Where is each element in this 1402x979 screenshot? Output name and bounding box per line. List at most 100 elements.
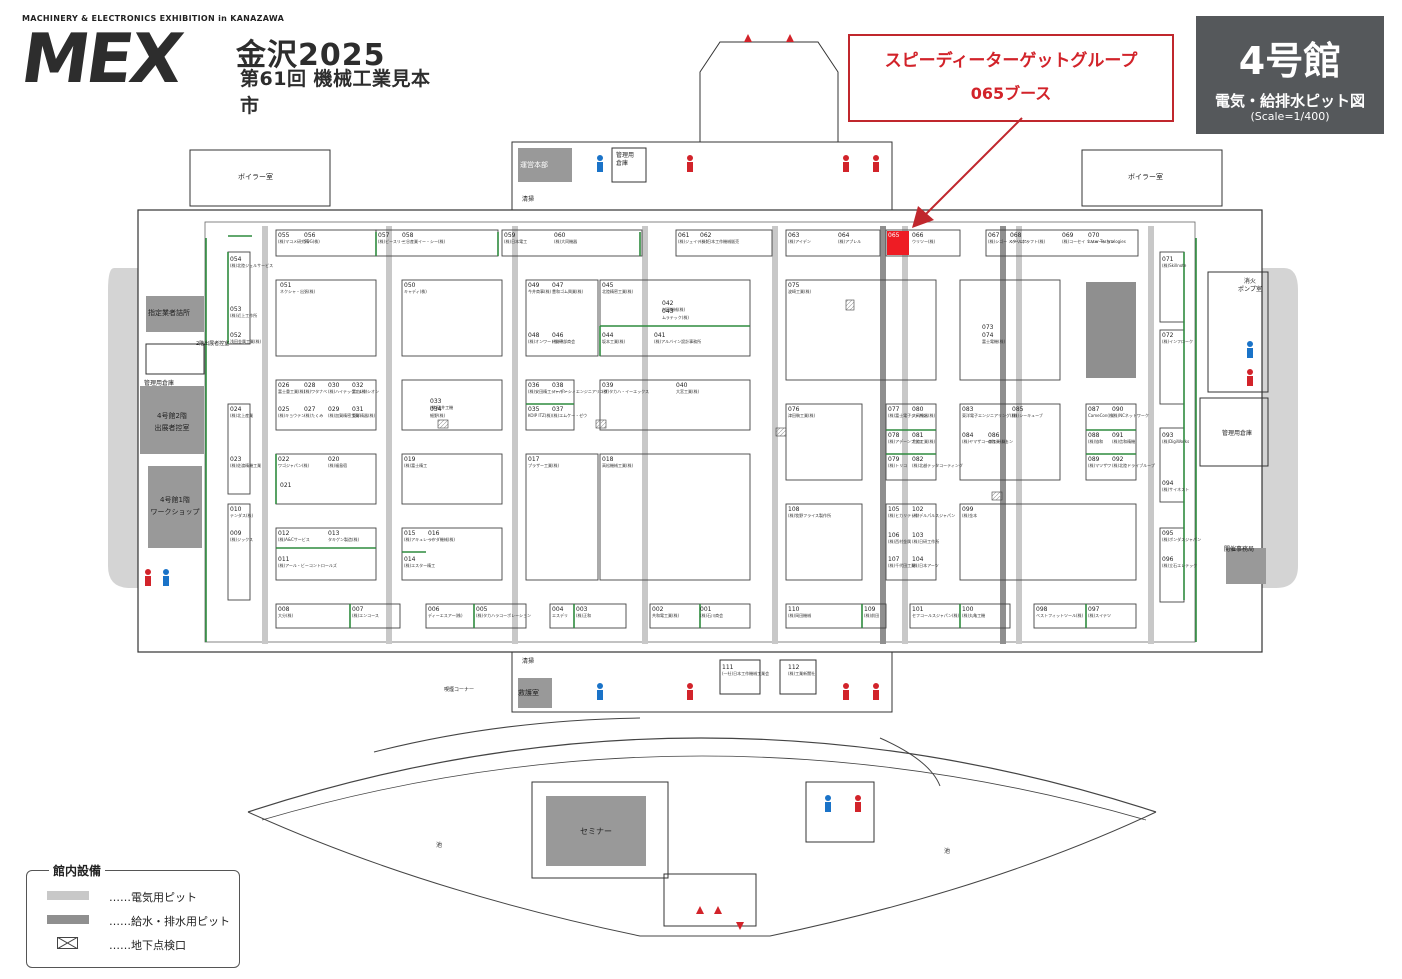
booth-exhibitor-name: 北陸精密工業(株) (602, 289, 634, 294)
booth-exhibitor-name: (株)協和 (1088, 439, 1104, 444)
booth-exhibitor-name: (株)ジェイテック (678, 239, 710, 244)
booth-109: 109(株)前田 (864, 606, 879, 618)
booth-084: 084(株)ヤマザコーポレーション (962, 432, 1013, 444)
booth-number: 090 (1112, 406, 1124, 413)
booth-054: 054(株)北陸ジェルサービス (230, 256, 273, 268)
legend-hatch-label: ……地下点検口 (109, 939, 186, 952)
booth-exhibitor-name: (株)スイテツ (1088, 613, 1112, 618)
first-aid-room (518, 678, 552, 708)
booth-number: 028 (304, 382, 316, 389)
booth-exhibitor-name: (株)北越テッタコーティング (912, 463, 963, 468)
booth-exhibitor-name: (株)コーセイ ソリューション (1062, 239, 1115, 244)
boiler-room-left (189, 149, 331, 207)
booth-059: 059(株)日本電工 (504, 232, 527, 244)
booth-029: 029(株)加賀精密工業 (328, 406, 359, 418)
booth-number: 063 (788, 232, 800, 239)
booth-number: 001 (700, 606, 712, 613)
seminar-lobby-arc (247, 737, 1157, 813)
booth-number: 018 (602, 456, 614, 463)
booth-number: 076 (788, 406, 800, 413)
booth-number: 033 (430, 398, 442, 405)
booth-number: 045 (602, 282, 614, 289)
booth-107: 107(株)千代田工業 (888, 556, 915, 568)
booth-exhibitor-name: (株)キョウテン (278, 413, 306, 418)
booth-060: 060(株)大同機器 (554, 232, 577, 244)
booth-019: 019(株)富士精工 (404, 456, 427, 468)
booth-number: 088 (1088, 432, 1100, 439)
booth-exhibitor-name: タキゲン製造(株) (328, 537, 360, 542)
left-end-cap (108, 268, 138, 588)
booth-exhibitor-name: (株)北陸ジェルサービス (230, 263, 274, 268)
booth-number: 111 (722, 664, 734, 671)
booth-number: 010 (230, 506, 242, 513)
booth-exhibitor-name: (株)ヒカリテック (888, 513, 920, 518)
booth-number: 025 (278, 406, 290, 413)
booth-exhibitor-name: (株)正和 (576, 613, 592, 618)
hall-subtitle: 電気・給排水ピット図 (1214, 92, 1365, 110)
booth-number: 077 (888, 406, 900, 413)
booth-007: 007(株)エンコース (352, 606, 379, 618)
booth-number: 109 (864, 606, 876, 613)
booth-number: 007 (352, 606, 364, 613)
booth-number: 064 (838, 232, 850, 239)
booth-009: 009(株)ジックス (230, 530, 253, 542)
room-seminar: セミナー (580, 827, 612, 836)
booth-number: 072 (1162, 332, 1174, 339)
booth-064: 064(株)アプレル (838, 232, 861, 244)
booth-exhibitor-name: (株)北陸ドライブループ (1112, 463, 1155, 468)
booth-exhibitor-name: (株)マツザワ (1088, 463, 1112, 468)
booth-exhibitor-name: (株)オンワード技研 (528, 339, 564, 344)
booth-number: 079 (888, 456, 900, 463)
booth-exhibitor-name: (株)富士精工 (404, 463, 428, 468)
booth-exhibitor-name: (株)福島宿 (328, 463, 348, 468)
booth-exhibitor-name: (株)ワタナベ (304, 389, 328, 394)
booth-number: 053 (230, 306, 242, 313)
booth-024: 024(株)北上産業 (230, 406, 253, 418)
booth-number: 078 (888, 432, 900, 439)
booth-025: 025(株)キョウテン (278, 406, 305, 418)
booth-exhibitor-name: SDG(株) (304, 239, 320, 244)
booth-exhibitor-name: (株)日本工作機械販売 (700, 239, 740, 244)
booth-number: 075 (788, 282, 800, 289)
booth-exhibitor-name: (株)エンコース (352, 613, 379, 618)
electric-pit-swatch (47, 891, 89, 900)
booth-072: 072(株)インフローク (1162, 332, 1193, 344)
booth-exhibitor-name: (株)金本 (962, 513, 978, 518)
booth-number: 049 (528, 282, 540, 289)
booth-100: 100(株)丸亀工機 (962, 606, 985, 618)
target-booth-callout: スピーディーターゲットグループ 065ブース (848, 34, 1174, 122)
logo-subtitle: MACHINERY & ELECTRONICS EXHIBITION in KA… (22, 14, 285, 23)
booth-number: 041 (654, 332, 666, 339)
seminar-room (546, 796, 646, 866)
booth-089: 089(株)マツザワ (1088, 456, 1111, 468)
seminar-room-box (531, 781, 669, 879)
room-designated-office: 指定業者詰所 (148, 309, 190, 317)
booth-number: 031 (352, 406, 364, 413)
booth-111: 111(一社)日本工作機械工業会 (722, 664, 769, 676)
booth-number: 004 (552, 606, 564, 613)
booth-number: 022 (278, 456, 290, 463)
booth-number: 058 (402, 232, 414, 239)
booth-091: 091(株)信和精機 (1112, 432, 1135, 444)
booth-exhibitor-name: (株)北上産業 (230, 413, 254, 418)
inspection-hatches (437, 299, 1003, 501)
booth-exhibitor-name: ツールクラフト(株) (1010, 239, 1046, 244)
booth-number: 050 (404, 282, 416, 289)
booth-exhibitor-name: (株)安田精工ジャパン (528, 389, 568, 394)
booth-096: 096(株)立石エレテック (1162, 556, 1197, 568)
booth-number: 097 (1088, 606, 1100, 613)
booth-exhibitor-name: (株)Skillnote (1162, 263, 1187, 268)
booth-exhibitor-name: ネクシャ・出張(株) (280, 289, 316, 294)
booth-number: 101 (912, 606, 924, 613)
booth-number: 030 (328, 382, 340, 389)
room-exhibitor: 4号館2階 出展者控室 (154, 412, 190, 432)
